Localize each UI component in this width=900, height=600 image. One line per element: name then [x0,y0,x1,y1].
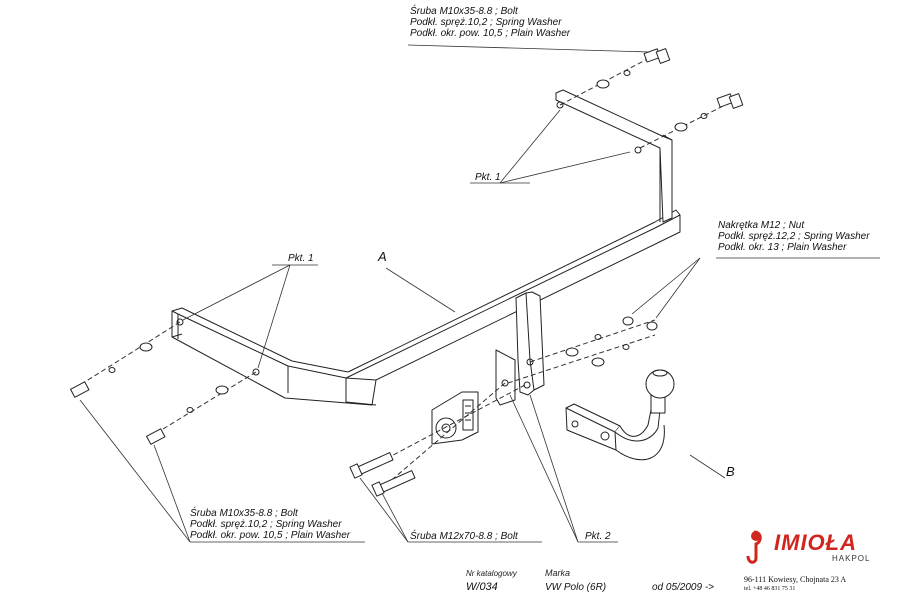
company-logo: IMIOŁA HAKPOL [744,524,874,564]
assembly-lines [79,54,736,491]
m12-bolts [349,452,416,497]
crossbar-a [171,209,681,406]
bottom-bolt-line-3: Podkł. okr. pow. 10,5 ; Plain Washer [190,530,351,541]
make-label: Marka [545,568,571,578]
bottom-bolt-line-2: Podkł. spręż.10,2 ; Spring Washer [190,519,342,530]
make-value: VW Polo (6R) [545,582,607,593]
nut-line-3: Podkł. okr. 13 ; Plain Washer [718,242,847,253]
pkt1-top-label: Pkt. 1 [475,172,501,183]
nut-line-1: Nakrętka M12 ; Nut [718,220,805,231]
socket-plate [431,391,479,445]
ball-neck-b [565,369,675,461]
catalog-label: Nr katalogowy [466,569,517,578]
right-bracket [555,89,673,223]
pkt1-left-label: Pkt. 1 [288,253,314,264]
right-nut-fasteners [565,316,658,367]
drop-plates [495,291,545,406]
nut-label: Nakrętka M12 ; Nut Podkł. spręż.12,2 ; S… [718,220,870,253]
top-bolt-line-2: Podkł. spręż.10,2 ; Spring Washer [410,17,562,28]
label-a: A [378,249,387,264]
logo-sub: HAKPOL [832,554,871,563]
bottom-bolt-line-1: Śruba M10x35-8.8 ; Bolt [190,508,298,519]
logo-name: IMIOŁA [774,530,857,555]
hitch-logo-icon [746,530,762,564]
top-bolt-line-1: Śruba M10x35-8.8 ; Bolt [410,6,518,17]
address-line-1: 96-111 Kowiesy, Chojnata 23 A [744,575,847,584]
nut-line-2: Podkł. spręż.12,2 ; Spring Washer [718,231,870,242]
leader-lines [79,44,880,543]
top-bolt-line-3: Podkł. okr. pow. 10,5 ; Plain Washer [410,28,571,39]
pkt2-label: Pkt. 2 [585,531,611,542]
label-b: B [726,464,735,479]
top-bolt-label: Śruba M10x35-8.8 ; Bolt Podkł. spręż.10,… [410,6,570,39]
left-fasteners [70,318,260,445]
address-line-2: tel. +48 46 831 75 31 [744,586,796,592]
m12-bolt-label: Śruba M12x70-8.8 ; Bolt [410,531,518,542]
bottom-bolt-label: Śruba M10x35-8.8 ; Bolt Podkł. spręż.10,… [190,508,350,541]
catalog-value: W/034 [466,581,498,593]
date-value: od 05/2009 -> [652,582,714,593]
